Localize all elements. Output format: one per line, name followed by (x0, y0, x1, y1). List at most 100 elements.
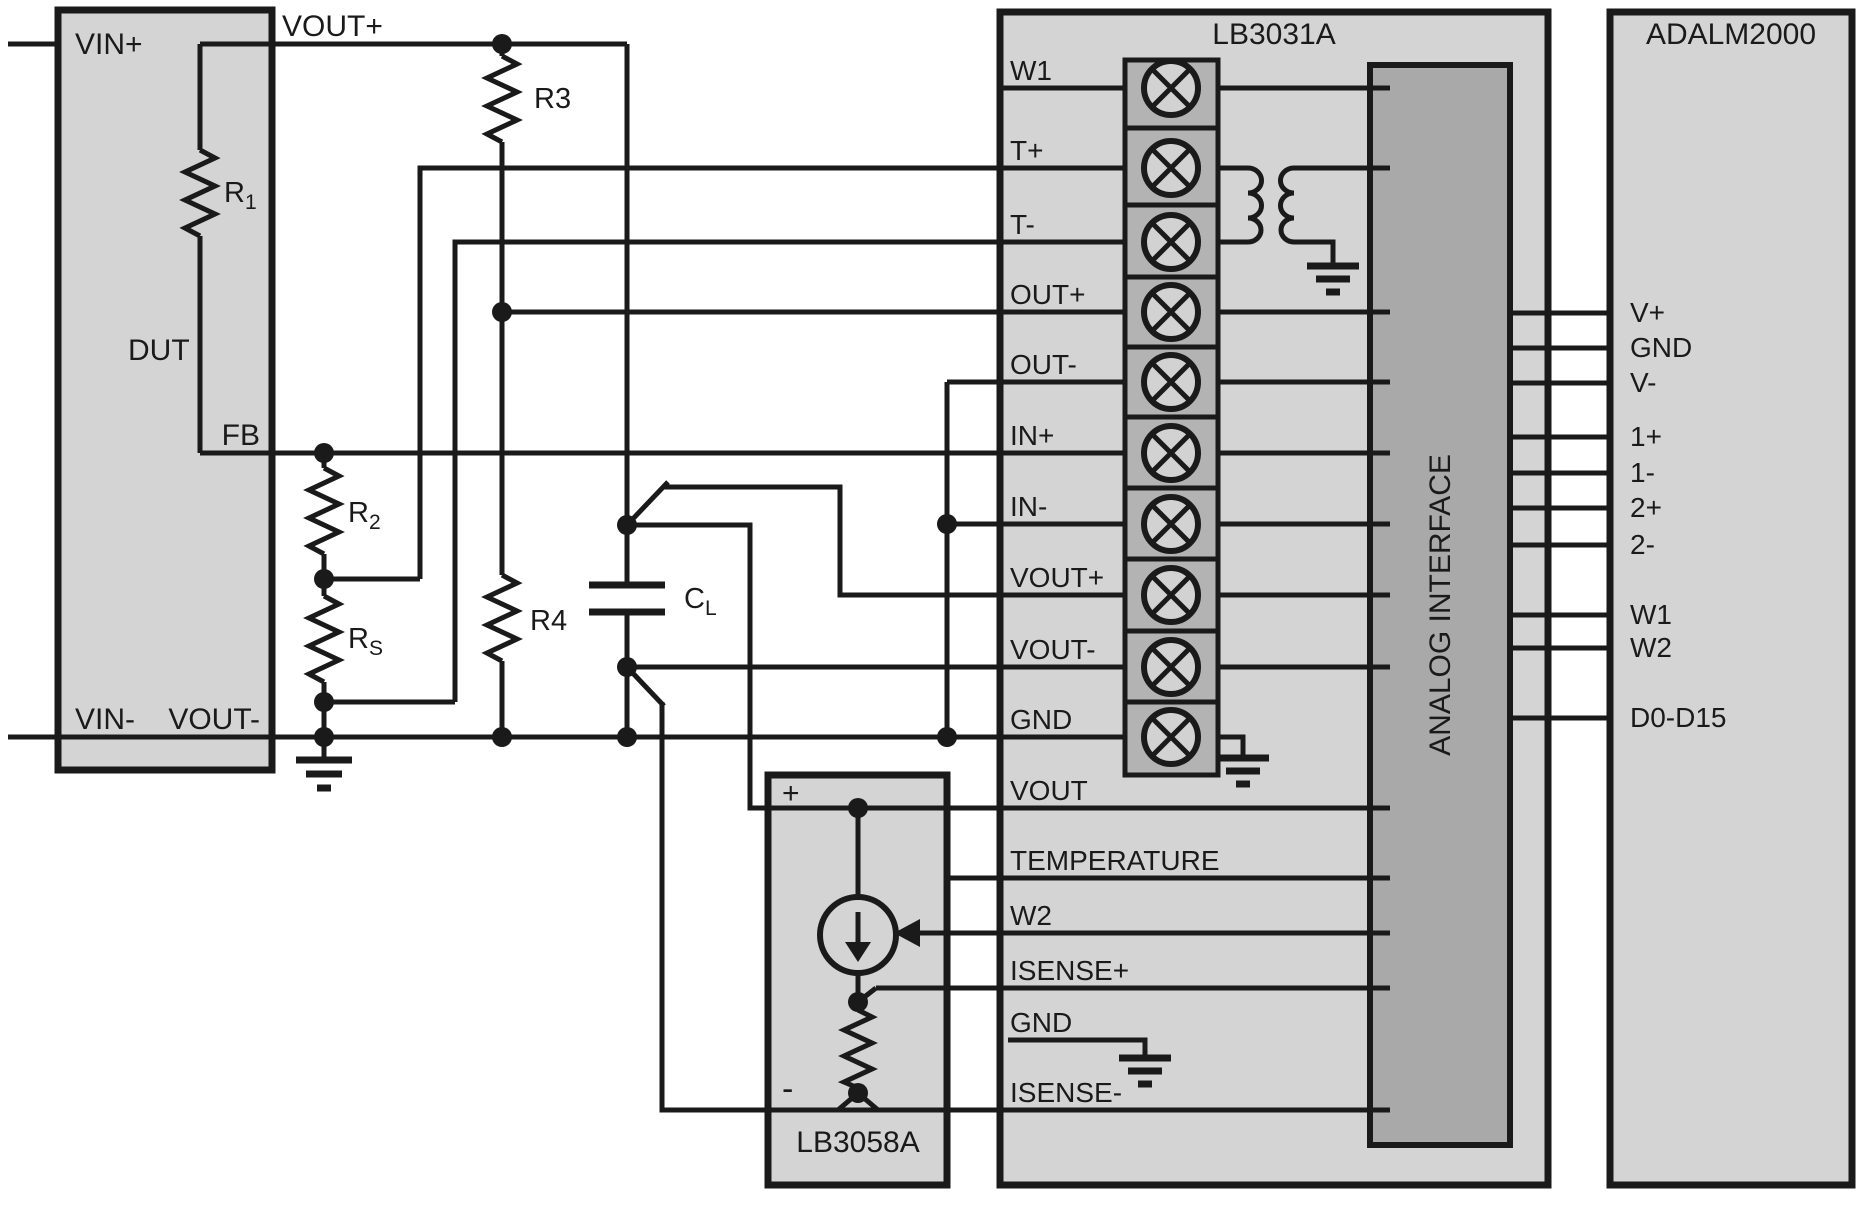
rs-sub: S (369, 637, 383, 660)
lb3031a-pin-w2-label: W2 (1010, 900, 1052, 931)
lb3031a-pin-gnd2-label: GND (1010, 1007, 1072, 1038)
junction-dot (314, 692, 334, 712)
junction-dot (617, 727, 637, 747)
r1-base: R (224, 177, 245, 209)
ground-bars (296, 756, 352, 792)
rs-base: R (348, 623, 369, 655)
junction-dots (314, 34, 957, 1103)
r2-base: R (348, 497, 369, 529)
adalm-harness (1510, 310, 1610, 721)
dut-pin-fb-label: FB (222, 419, 260, 452)
lb3031a-pin-gnd-label: GND (1010, 704, 1072, 735)
r2-sub: 2 (369, 511, 381, 534)
lb3031a-pin-in-minus-label: IN- (1010, 491, 1047, 522)
screw-terminal-icon (1141, 352, 1201, 412)
junction-dot (937, 514, 957, 534)
junction-dot (314, 727, 334, 747)
junction-dot (617, 657, 637, 677)
w2-arrowhead-icon (894, 919, 920, 947)
adalm-port-d0-d15-label: D0-D15 (1630, 702, 1726, 733)
resistor-r4-label: R4 (530, 605, 567, 637)
junction-dot (492, 302, 512, 322)
screw-terminals (1141, 58, 1201, 767)
dut-block (54, 6, 276, 774)
lb3031a-pin-vout-plus-label: VOUT+ (1010, 562, 1104, 593)
cl-sub: L (705, 597, 717, 620)
transformer-secondary-gnd-wire (1294, 239, 1336, 266)
gnd-row-wire (1008, 1037, 1148, 1058)
dut-pin-vin-plus-label: VIN+ (75, 28, 143, 61)
ground-symbol (1008, 1037, 1171, 1088)
resistor-rs-label: RS (348, 623, 383, 660)
resistor-r2 (303, 465, 345, 557)
vout-plus-row-wire (662, 484, 1125, 598)
analog-interface-label: ANALOG INTERFACE (1424, 454, 1457, 756)
lb3031a-pin-w1-label: W1 (1010, 55, 1052, 86)
t-plus-row-wire (417, 165, 1125, 579)
junction-dot (492, 727, 512, 747)
lb3031a-pin-out-minus-label: OUT- (1010, 349, 1077, 380)
screw-terminal-icon (1141, 494, 1201, 554)
lb3058a-title: LB3058A (796, 1126, 919, 1159)
lb3031a-pin-temperature-label: TEMPERATURE (1010, 845, 1220, 876)
ground-symbol (1217, 734, 1269, 788)
adalm-port-gnd-label: GND (1630, 332, 1692, 363)
cl-base: C (684, 583, 705, 615)
ground-bars (1119, 1054, 1171, 1088)
ground-stem (1218, 734, 1246, 758)
transformer-secondary-coil (1277, 165, 1295, 245)
lb3031a-pin-out-plus-label: OUT+ (1010, 279, 1085, 310)
adalm-port-2minus-label: 2- (1630, 529, 1655, 560)
resistor-r3-label: R3 (534, 83, 571, 115)
t-minus-row-wire (452, 239, 1125, 702)
junction-dot (314, 569, 334, 589)
analog-interface-block (1367, 62, 1513, 1148)
lb3031a-title: LB3031A (1212, 18, 1335, 51)
screw-terminal-icon (1141, 637, 1201, 697)
dut-pin-vout-minus-label: VOUT- (168, 703, 260, 736)
screw-terminal-icon (1141, 707, 1201, 767)
capacitor-cl-label: CL (684, 583, 717, 620)
adalm2000-title: ADALM2000 (1646, 18, 1816, 51)
screw-terminal-icon (1141, 282, 1201, 342)
dut-pin-vin-minus-label: VIN- (75, 703, 135, 736)
transformer (1218, 165, 1390, 296)
capacitor-cl (589, 581, 665, 616)
resistor-r4 (481, 572, 523, 664)
adalm-port-w1-label: W1 (1630, 599, 1672, 630)
screw-terminal-icon (1141, 58, 1201, 118)
junction-dot (314, 443, 334, 463)
ground-bars (1217, 754, 1269, 788)
current-source-arrow-icon (845, 942, 871, 962)
dut-pin-vout-plus-label: VOUT+ (282, 10, 383, 43)
adalm-port-2plus-label: 2+ (1630, 492, 1662, 523)
junction-dot (848, 798, 868, 818)
adalm-port-vminus-label: V- (1630, 367, 1656, 398)
resistor-r1-label: R1 (224, 177, 257, 214)
lb3031a-pin-isense-minus-label: ISENSE- (1010, 1077, 1122, 1108)
screw-terminal-icon (1141, 423, 1201, 483)
lb3031a-pin-isense-plus-label: ISENSE+ (1010, 955, 1129, 986)
junction-dot (492, 34, 512, 54)
lb3058a-plus-label: + (782, 777, 800, 810)
lb3031a-pin-t-minus-label: T- (1010, 209, 1035, 240)
transformer-primary-leads (1218, 165, 1248, 245)
resistor-r3 (481, 53, 523, 145)
junction-dot (937, 727, 957, 747)
dut-title: DUT (128, 334, 190, 367)
adalm-port-w2-label: W2 (1630, 632, 1672, 663)
adalm-port-1minus-label: 1- (1630, 457, 1655, 488)
screw-terminal-icon (1141, 212, 1201, 272)
junction-dot (617, 515, 637, 535)
adalm2000-block (1606, 8, 1856, 1189)
ground-bars (1307, 262, 1359, 296)
resistor-rs (303, 593, 345, 685)
r1-sub: 1 (245, 191, 257, 214)
screw-terminal-icon (1141, 565, 1201, 625)
lb3031a-pin-vout-label: VOUT (1010, 775, 1088, 806)
resistor-r1 (179, 147, 221, 239)
lb3058a-minus-label: - (782, 1070, 793, 1108)
lb3031a-pin-t-plus-label: T+ (1010, 135, 1043, 166)
